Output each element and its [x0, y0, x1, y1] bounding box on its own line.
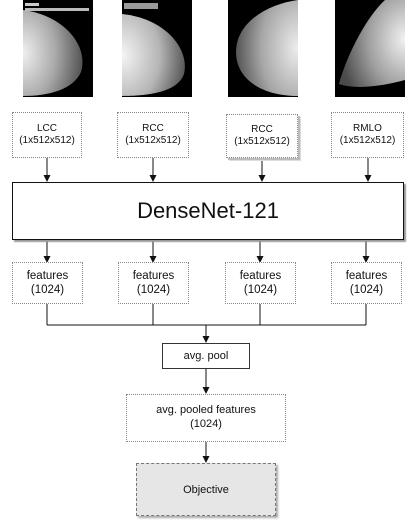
objective-box: Objective: [136, 463, 276, 516]
pooled-features-box: avg. pooled features (1024): [126, 394, 286, 442]
input-box-rcc: RCC (1x512x512): [117, 112, 189, 158]
mammogram-rmlo-image: [335, 0, 405, 97]
features-size: (1024): [30, 284, 65, 296]
input-shape: (1x512x512): [234, 136, 290, 147]
features-box-2: features (1024): [118, 262, 189, 304]
densenet-backbone-box: DenseNet-121: [12, 182, 404, 240]
pool-label: avg. pool: [183, 350, 229, 362]
features-label: features: [239, 269, 282, 282]
input-box-lcc: LCC (1x512x512): [12, 112, 82, 158]
backbone-label: DenseNet-121: [137, 198, 279, 223]
input-label: RCC: [251, 123, 273, 135]
pooled-size: (1024): [190, 418, 222, 430]
input-label: RCC: [142, 122, 164, 134]
input-box-rmlo: RMLO (1x512x512): [331, 112, 404, 158]
features-label: features: [132, 269, 175, 282]
pooled-label: avg. pooled features: [156, 404, 256, 417]
input-label: RMLO: [353, 122, 382, 134]
features-box-4: features (1024): [331, 262, 402, 304]
input-shape: (1x512x512): [19, 135, 75, 146]
mammogram-lcc-image: [23, 0, 93, 97]
input-shape: (1x512x512): [125, 135, 181, 146]
input-box-rcc-2: RCC (1x512x512): [226, 114, 298, 158]
mammogram-rcc-2-image: [228, 0, 298, 97]
input-shape: (1x512x512): [339, 135, 396, 146]
objective-label: Objective: [183, 483, 229, 496]
avg-pool-box: avg. pool: [162, 343, 250, 369]
mammogram-rcc-image: [122, 0, 192, 97]
features-box-3: features (1024): [225, 262, 296, 304]
features-size: (1024): [349, 284, 384, 296]
features-size: (1024): [136, 284, 171, 296]
features-label: features: [345, 269, 388, 282]
features-size: (1024): [243, 284, 278, 296]
input-label: LCC: [36, 122, 57, 134]
features-box-1: features (1024): [12, 262, 83, 304]
features-label: features: [26, 269, 69, 282]
